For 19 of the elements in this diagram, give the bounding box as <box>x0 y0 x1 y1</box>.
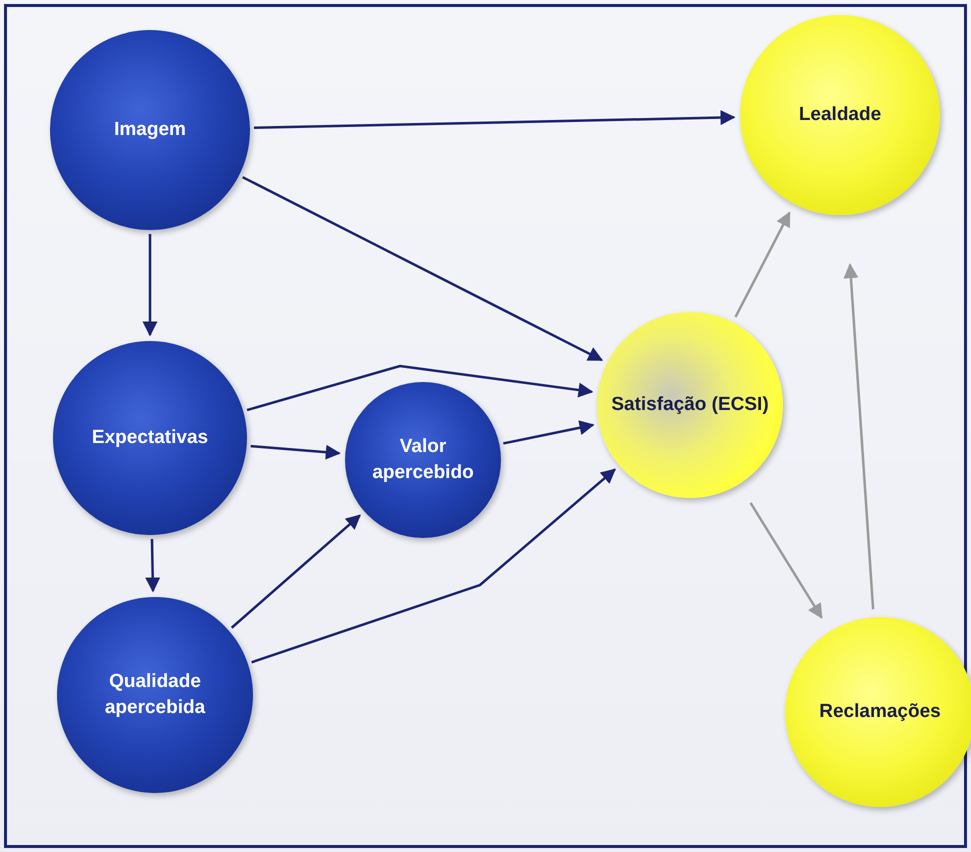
arrow <box>843 263 874 610</box>
node-label: Qualidade apercebida <box>104 670 206 720</box>
arrow <box>251 468 616 664</box>
node-label: Reclamações <box>819 700 941 724</box>
arrow <box>230 514 361 629</box>
node-label: Imagem <box>114 118 186 142</box>
node-label: Satisfação (ECSI) <box>611 393 769 418</box>
arrow <box>242 176 604 362</box>
arrow <box>250 444 341 460</box>
arrow <box>145 538 160 593</box>
node-label: Lealdade <box>798 103 882 128</box>
node-label: Valor apercebido <box>371 435 475 485</box>
node-label: Expectativas <box>92 426 208 450</box>
arrow <box>503 420 594 445</box>
arrow <box>734 211 791 318</box>
arrow <box>142 234 158 336</box>
arrow <box>246 364 594 412</box>
arrow <box>749 502 823 619</box>
arrow <box>254 110 736 129</box>
